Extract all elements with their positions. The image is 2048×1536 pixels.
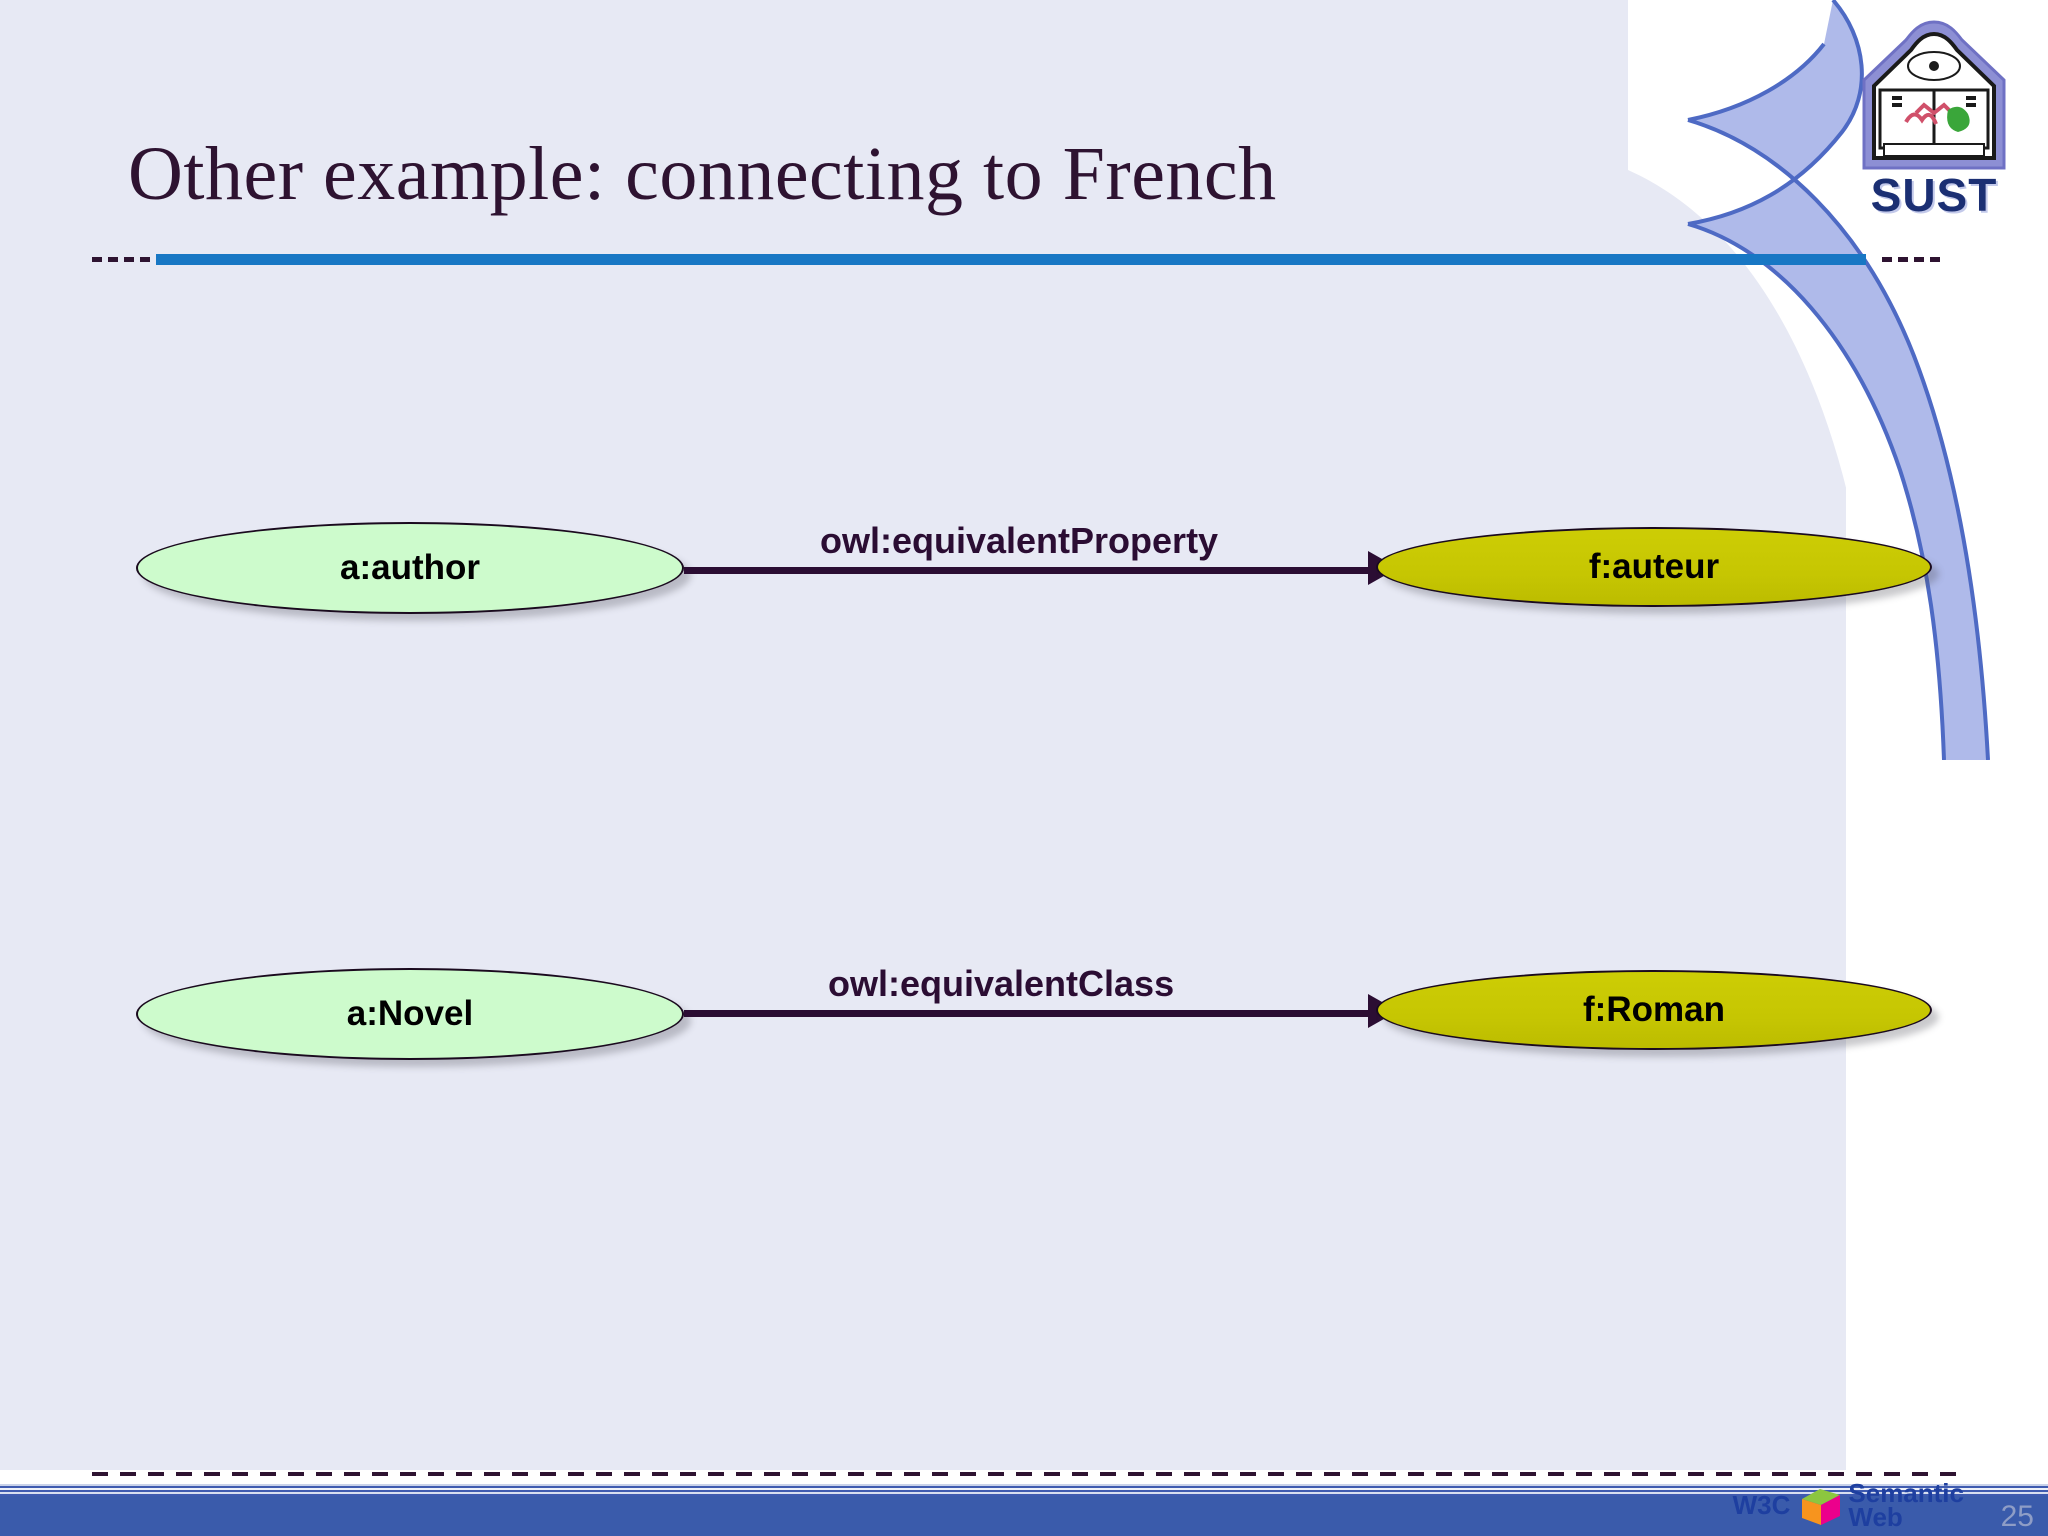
node-label: a:author bbox=[340, 548, 480, 587]
page-number: 25 bbox=[2000, 1500, 2034, 1533]
edge-line-1 bbox=[684, 567, 1376, 574]
slide-background-fill bbox=[0, 0, 1846, 1470]
node-label: a:Novel bbox=[346, 994, 474, 1033]
w3c-logo-text: W3C bbox=[1732, 1490, 1791, 1521]
semantic-web-text: Semantic Web bbox=[1848, 1480, 1964, 1532]
w3c-semantic-web-logo: W3C Semantic Web bbox=[1733, 1478, 1964, 1534]
title-underline-rule bbox=[92, 252, 1968, 268]
node-f-auteur[interactable]: f:auteur bbox=[1376, 527, 1932, 607]
edge-line-2 bbox=[684, 1010, 1376, 1017]
page-title: Other example: connecting to French bbox=[128, 132, 1277, 216]
semantic-web-line1: Semantic bbox=[1848, 1478, 1964, 1509]
node-a-novel[interactable]: a:Novel bbox=[136, 968, 684, 1060]
sust-logo-text: SUST bbox=[1870, 169, 1998, 221]
node-f-roman[interactable]: f:Roman bbox=[1376, 970, 1932, 1050]
sust-logo: SUST bbox=[1844, 18, 2024, 221]
sust-shield-icon bbox=[1862, 20, 2006, 170]
footer-stripes bbox=[0, 1484, 2048, 1496]
node-a-author[interactable]: a:author bbox=[136, 522, 684, 614]
page-curl-decoration bbox=[1628, 0, 2048, 761]
node-label: f:auteur bbox=[1588, 547, 1720, 586]
semantic-web-cube-icon bbox=[1802, 1489, 1841, 1525]
footer-dashed-rule bbox=[92, 1472, 1968, 1476]
semantic-web-line2: Web bbox=[1848, 1502, 1903, 1532]
footer-band: W3C Semantic Web 25 bbox=[0, 1480, 2048, 1536]
edge-label-equivalent-property: owl:equivalentProperty bbox=[820, 520, 1219, 561]
edge-label-equivalent-class: owl:equivalentClass bbox=[828, 963, 1175, 1004]
node-label: f:Roman bbox=[1583, 990, 1725, 1029]
